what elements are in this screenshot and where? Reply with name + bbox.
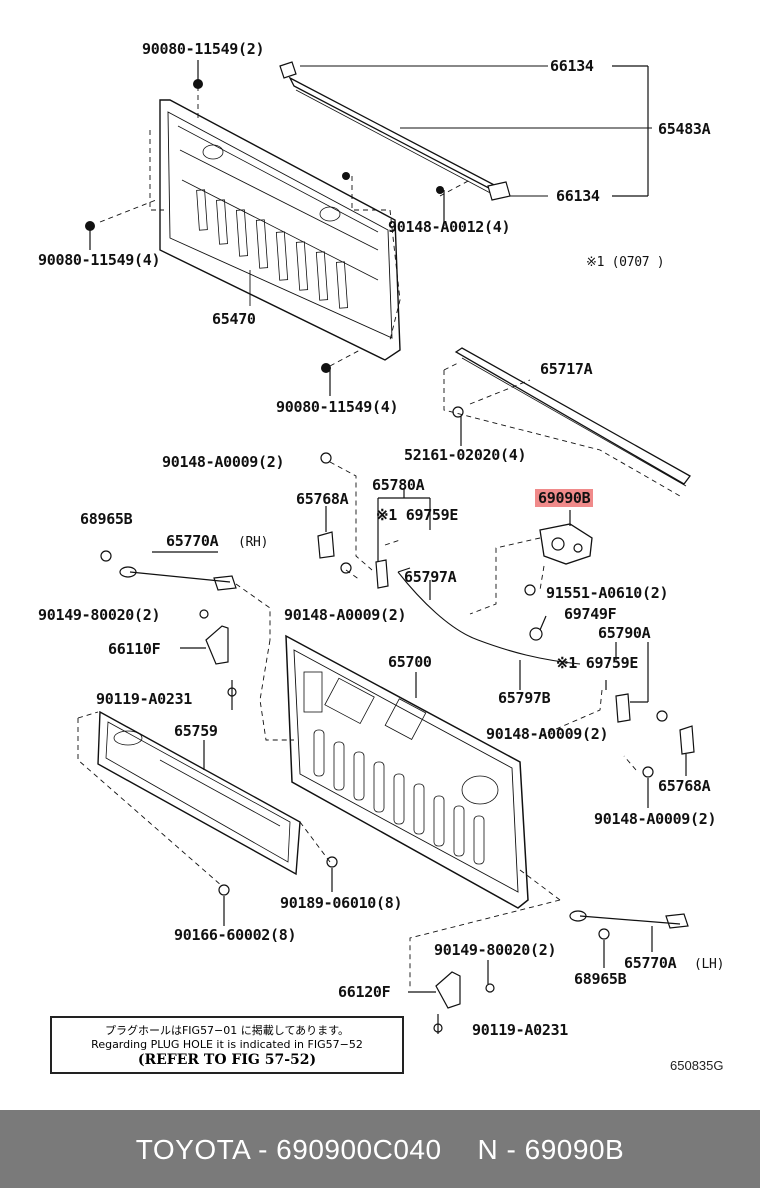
- part-label-65768A-lower: 65768A: [658, 777, 711, 795]
- footer-banner: TOYOTA - 690900C040 N - 69090B: [0, 1110, 760, 1188]
- part-label-65780A: 65780A: [372, 476, 425, 494]
- note-line-english: Regarding PLUG HOLE it is indicated in F…: [91, 1038, 363, 1051]
- part-label-91551-A0610: 91551-A0610(2): [546, 584, 669, 602]
- part-label-69090B-highlighted[interactable]: 69090B: [535, 489, 594, 507]
- side-label-rh: (RH): [238, 535, 269, 550]
- part-label-90119-A0231-lower: 90119-A0231: [472, 1021, 569, 1039]
- note-ref-1: ※1 (0707 ): [586, 255, 665, 270]
- part-label-90149-80020-b: 90149-80020(2): [434, 941, 557, 959]
- part-label-90148-A0009-b: 90148-A0009(2): [284, 606, 407, 624]
- part-label-90148-A0009-d: 90148-A0009(2): [594, 810, 717, 828]
- part-label-65790A: 65790A: [598, 624, 651, 642]
- side-label-lh: (LH): [694, 957, 725, 972]
- part-label-69759E-lower: ※1 69759E: [556, 654, 639, 672]
- part-label-65768A-upper: 65768A: [296, 490, 349, 508]
- part-label-90080-11549-4b: 90080-11549(4): [276, 398, 399, 416]
- part-label-65770A-lh: 65770A: [624, 954, 677, 972]
- part-label-65483A: 65483A: [658, 120, 711, 138]
- part-label-66110F: 66110F: [108, 640, 161, 658]
- part-label-90189-06010: 90189-06010(8): [280, 894, 403, 912]
- part-label-90148-A0009-c: 90148-A0009(2): [486, 725, 609, 743]
- part-label-52161-02020: 52161-02020(4): [404, 446, 527, 464]
- parts-diagram: [77, 60, 695, 1034]
- reference-note-box: プラグホールはFIG57−01 に掲載してあります。 Regarding PLU…: [50, 1016, 404, 1074]
- part-label-90149-80020-a: 90149-80020(2): [38, 606, 161, 624]
- note-line-japanese: プラグホールはFIG57−01 に掲載してあります。: [104, 1024, 350, 1037]
- part-label-65797A: 65797A: [404, 568, 457, 586]
- part-label-90080-11549-4a: 90080-11549(4): [38, 251, 161, 269]
- part-label-90148-A0012: 90148-A0012(4): [388, 218, 511, 236]
- part-label-66120F: 66120F: [338, 983, 391, 1001]
- footer-brand-part-number: TOYOTA - 690900C040: [135, 1134, 442, 1165]
- part-label-68965B-rh: 68965B: [80, 510, 133, 528]
- part-label-90166-60002: 90166-60002(8): [174, 926, 297, 944]
- part-label-69759E-upper: ※1 69759E: [376, 506, 459, 524]
- part-label-65717A: 65717A: [540, 360, 593, 378]
- part-label-90080-11549: 90080-11549(2): [142, 40, 265, 58]
- part-label-69749F: 69749F: [564, 605, 617, 623]
- part-label-90148-A0009-a: 90148-A0009(2): [162, 453, 285, 471]
- part-label-65770A-rh: 65770A: [166, 532, 219, 550]
- note-line-refer: (REFER TO FIG 57-52): [137, 1052, 317, 1068]
- part-label-66134-bottom: 66134: [556, 187, 600, 205]
- part-label-65759: 65759: [174, 722, 218, 740]
- part-label-90119-A0231-upper: 90119-A0231: [96, 690, 193, 708]
- footer-reference-number: N - 69090B: [477, 1134, 625, 1165]
- part-label-65470: 65470: [212, 310, 256, 328]
- part-label-68965B-lh: 68965B: [574, 970, 627, 988]
- part-label-65700: 65700: [388, 653, 432, 671]
- part-label-66134-top: 66134: [550, 57, 594, 75]
- footer-text: TOYOTA - 690900C040 N - 69090B: [0, 1134, 760, 1166]
- part-label-65797B: 65797B: [498, 689, 551, 707]
- figure-code: 650835G: [670, 1058, 724, 1073]
